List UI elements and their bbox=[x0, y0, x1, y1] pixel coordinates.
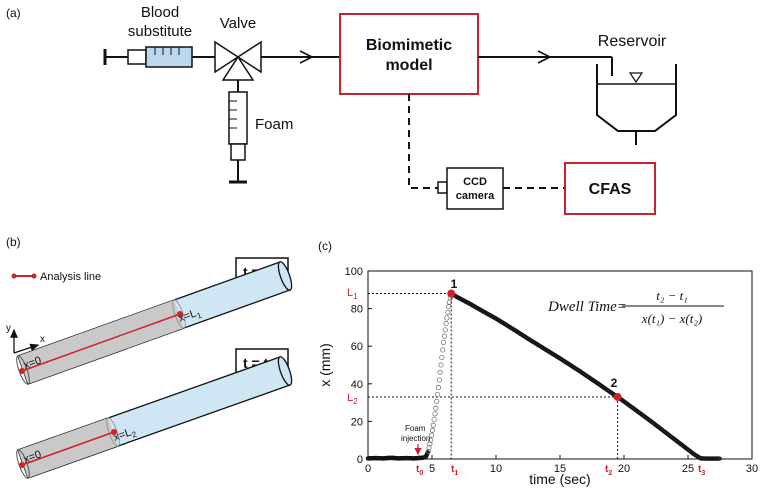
biomimetic-label-2: model bbox=[385, 57, 432, 74]
tube2-start-label: x=0 bbox=[22, 448, 43, 465]
y-tick-label: 80 bbox=[351, 304, 363, 316]
y-tick-label: 40 bbox=[351, 379, 363, 391]
data-point bbox=[439, 354, 445, 361]
point-1-marker bbox=[447, 289, 456, 298]
data-point bbox=[445, 309, 451, 315]
x-tick-label: 20 bbox=[618, 463, 630, 475]
data-point bbox=[444, 315, 450, 321]
formula-numerator: t₂ − t₁ bbox=[656, 288, 688, 303]
y-tick-label: 60 bbox=[351, 341, 363, 353]
x-tick-label: 5 bbox=[429, 463, 435, 475]
ccd-label-1: CCD bbox=[463, 176, 487, 188]
axes-icon bbox=[10, 328, 40, 354]
plot-frame bbox=[367, 270, 753, 460]
biomimetic-label-1: Biomimetic bbox=[366, 37, 452, 54]
foam-label: Foam bbox=[255, 116, 293, 133]
x-tick-label: 15 bbox=[554, 463, 566, 475]
tube2-end-label: x=L2 bbox=[112, 425, 138, 446]
dwell-time-formula: Dwell Time= t₂ − t₁ x(t₁) − x(t₂) bbox=[547, 288, 724, 326]
guide-lines bbox=[368, 293, 619, 459]
valve-label: Valve bbox=[220, 15, 256, 32]
data-point bbox=[437, 369, 443, 376]
x-tick-label: 25 bbox=[682, 463, 694, 475]
panel-a-label: (a) bbox=[6, 6, 21, 20]
y-tick-label: 20 bbox=[351, 416, 363, 428]
data-point bbox=[440, 347, 446, 353]
blood-syringe-icon bbox=[127, 46, 193, 68]
L1-label: L1 bbox=[347, 287, 358, 301]
data-point bbox=[426, 445, 432, 451]
t3-label: t3 bbox=[698, 464, 705, 477]
point-1-label: 1 bbox=[451, 277, 458, 291]
camera-dashed-line bbox=[408, 94, 438, 189]
formula-lhs: Dwell Time= bbox=[547, 299, 627, 315]
valve-icon bbox=[214, 40, 262, 81]
data-point bbox=[433, 405, 439, 411]
legend-dot-right bbox=[31, 273, 37, 279]
tube-1 bbox=[16, 261, 293, 385]
data-point bbox=[436, 377, 442, 383]
data-points bbox=[365, 289, 722, 461]
t1-label: t1 bbox=[451, 464, 458, 477]
t0-label: t0 bbox=[416, 464, 423, 477]
data-point bbox=[434, 391, 441, 398]
data-point bbox=[425, 448, 431, 455]
data-point bbox=[428, 437, 434, 443]
data-point bbox=[431, 416, 437, 423]
x-tick-label: 10 bbox=[490, 463, 502, 475]
reservoir-label: Reservoir bbox=[598, 33, 667, 50]
ccd-label-2: camera bbox=[456, 190, 495, 202]
flow-arrow-2 bbox=[537, 50, 552, 64]
reservoir-icon bbox=[596, 64, 677, 145]
data-point bbox=[435, 385, 441, 391]
camera-icon bbox=[437, 167, 504, 210]
panel-a: (a) Blood substitute Valve bbox=[6, 4, 677, 215]
formula-denominator: x(t₁) − x(t₂) bbox=[641, 311, 702, 326]
cfas-label: CFAS bbox=[589, 181, 632, 198]
t2-label: t2 bbox=[605, 464, 612, 477]
blood-label-1: Blood bbox=[141, 4, 179, 21]
data-point bbox=[438, 362, 444, 368]
x-axis-label: time (sec) bbox=[529, 471, 590, 487]
panel-b: (b) Analysis line t = t1 x=0 x=L1 y x bbox=[6, 235, 293, 479]
y-axis-label: x (mm) bbox=[317, 343, 333, 387]
tube1-end-label: x=L1 bbox=[177, 306, 203, 327]
foam-syringe-icon bbox=[228, 91, 248, 161]
data-point bbox=[441, 333, 447, 339]
data-point bbox=[429, 432, 435, 438]
panel-c-label: (c) bbox=[318, 239, 332, 253]
data-point bbox=[427, 441, 433, 447]
L2-label: L2 bbox=[347, 392, 358, 406]
foam-injection-1: Foam bbox=[405, 424, 426, 433]
cfas-box bbox=[564, 162, 656, 215]
point-2-label: 2 bbox=[611, 376, 618, 390]
legend-text: Analysis line bbox=[40, 271, 101, 283]
tube-2 bbox=[16, 356, 293, 479]
x-tick-label: 0 bbox=[365, 463, 371, 475]
flow-arrow-1 bbox=[299, 50, 314, 64]
biomimetic-model-box bbox=[339, 13, 479, 95]
y-tick-label: 100 bbox=[345, 266, 363, 278]
data-point bbox=[440, 339, 447, 345]
x-tick-label: 30 bbox=[746, 463, 758, 475]
foam-injection-2: injection bbox=[401, 434, 430, 443]
data-point bbox=[718, 456, 722, 461]
axis-x-label: x bbox=[40, 334, 45, 345]
data-point bbox=[443, 321, 449, 327]
data-point bbox=[432, 411, 438, 417]
axis-ticks: 0 5 10 15 20 25 30 0 20 40 60 80 100 bbox=[345, 266, 758, 475]
legend-dot-left bbox=[11, 273, 17, 279]
blood-label-2: substitute bbox=[128, 23, 192, 40]
point-2-marker bbox=[613, 392, 622, 401]
axis-y-label: y bbox=[6, 323, 11, 334]
panel-b-label: (b) bbox=[6, 235, 21, 249]
tube1-start-label: x=0 bbox=[22, 354, 43, 371]
data-point bbox=[429, 427, 435, 433]
data-point bbox=[442, 327, 448, 333]
data-point bbox=[430, 422, 436, 428]
y-tick-label: 0 bbox=[357, 454, 363, 466]
data-point bbox=[434, 398, 440, 404]
